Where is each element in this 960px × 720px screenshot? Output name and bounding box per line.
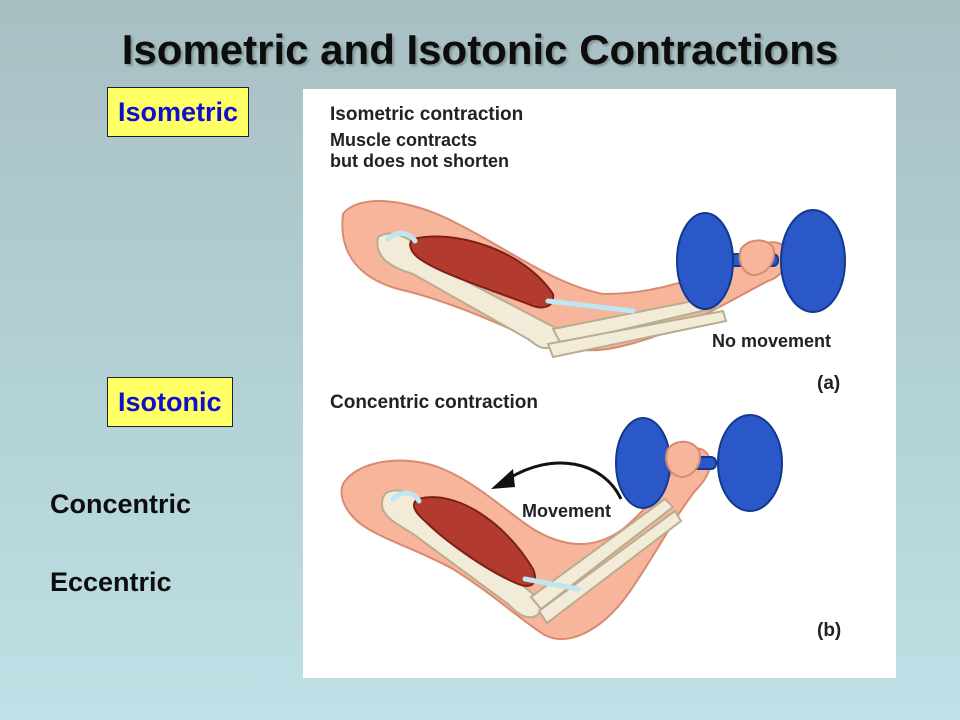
arm-b-dumbbell-right bbox=[717, 414, 783, 512]
term-concentric: Concentric bbox=[50, 489, 192, 519]
arm-a-dumbbell-right bbox=[780, 209, 846, 313]
movement-arrowhead bbox=[491, 469, 515, 489]
arm-b-tendon bbox=[522, 576, 581, 592]
arm-a-hand bbox=[738, 239, 775, 277]
panel-a-sub2: but does not shorten bbox=[330, 151, 509, 171]
arm-a bbox=[341, 200, 846, 359]
arm-a-tendon bbox=[545, 298, 636, 314]
arm-a-ulna bbox=[546, 309, 728, 359]
arm-b bbox=[340, 414, 783, 640]
arm-b-tendon-top bbox=[390, 490, 422, 504]
term-eccentric: Eccentric bbox=[50, 567, 172, 597]
arm-b-biceps bbox=[412, 496, 537, 587]
slide-title: Isometric and Isotonic Contractions bbox=[121, 26, 839, 73]
panel-a-sub1: Muscle contracts bbox=[330, 130, 478, 150]
isotonic-tag: Isotonic bbox=[107, 377, 233, 427]
panel-a-heading: Isometric contraction bbox=[330, 104, 524, 125]
arm-b-dumbbell-left bbox=[615, 417, 671, 509]
arm-a-radius bbox=[551, 295, 721, 346]
arm-a-dumbbell-left bbox=[676, 212, 734, 310]
arm-b-hand bbox=[665, 440, 701, 479]
isometric-tag: Isometric bbox=[107, 87, 250, 137]
movement-label: Movement bbox=[522, 501, 612, 521]
arm-illustrations bbox=[340, 200, 846, 640]
contraction-figure: Isometric contraction Muscle contracts b… bbox=[303, 89, 896, 678]
arm-a-tendon-top bbox=[385, 230, 418, 244]
panel-a-label: (a) bbox=[817, 373, 841, 394]
arm-b-radius bbox=[529, 497, 675, 611]
arm-b-ulna bbox=[537, 509, 683, 625]
movement-arrow bbox=[507, 461, 623, 500]
panel-b-heading: Concentric contraction bbox=[330, 392, 538, 413]
panel-b-label: (b) bbox=[817, 620, 842, 641]
no-movement-label: No movement bbox=[712, 331, 832, 351]
arm-a-biceps bbox=[409, 235, 555, 309]
